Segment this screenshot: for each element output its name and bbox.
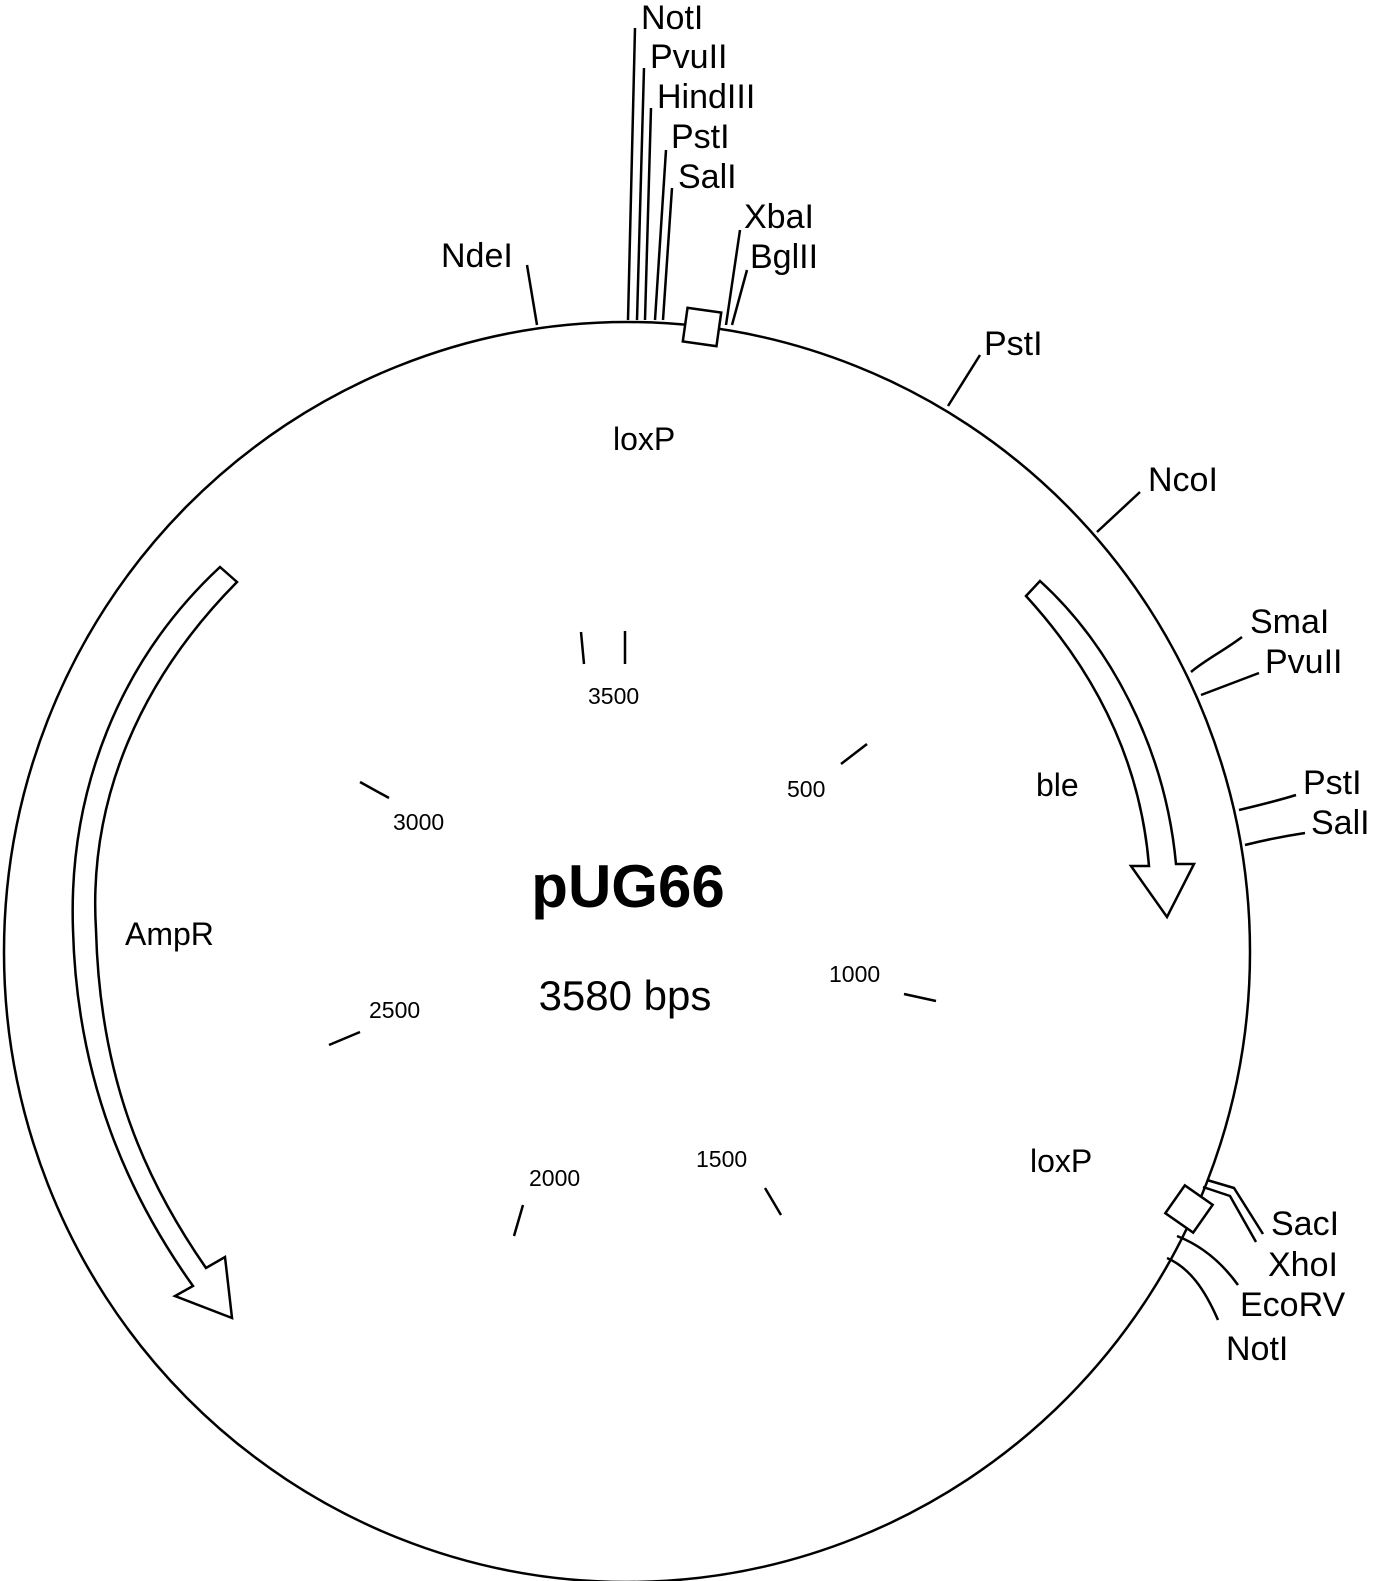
hind3-line <box>643 107 653 321</box>
ecorv-line <box>1176 1234 1240 1286</box>
site-label-pvu2-right: PvuII <box>1265 643 1342 681</box>
site-label-sal1-top: SalI <box>678 158 737 196</box>
site-label-sal1-mid: SalI <box>1311 804 1370 842</box>
tick-mark-2000 <box>512 1204 525 1237</box>
site-label-hind3: HindIII <box>657 78 755 116</box>
site-label-ecorv: EcoRV <box>1240 1286 1346 1324</box>
nco1-line <box>1096 491 1141 533</box>
tick-label-3000: 3000 <box>393 809 444 835</box>
pst1-right-line <box>946 354 982 407</box>
nde1-line <box>525 264 539 326</box>
site-label-sma1: SmaI <box>1250 603 1329 641</box>
tick-label-2500: 2500 <box>369 997 420 1023</box>
tick-label-3500: 3500 <box>588 683 639 709</box>
sal1-top-line <box>661 187 674 321</box>
tick-mark-1500 <box>763 1187 783 1216</box>
xho1-line <box>1202 1185 1258 1243</box>
loxp-bottom-box <box>1163 1183 1215 1235</box>
ampr-label: AmpR <box>125 916 214 952</box>
site-label-nde1: NdeI <box>441 237 513 275</box>
sac1-line <box>1206 1178 1265 1235</box>
ble-label: ble <box>1036 767 1079 803</box>
site-label-sac1: SacI <box>1271 1205 1339 1243</box>
site-label-xba1: XbaI <box>744 198 814 236</box>
site-label-pst1-top: PstI <box>671 118 730 156</box>
sal1-mid-line <box>1244 831 1306 847</box>
pst1-mid-line <box>1238 793 1297 812</box>
tick-mark-1000 <box>903 992 937 1003</box>
site-label-not1-bottom: NotI <box>1226 1330 1288 1368</box>
xba1-line <box>724 229 742 326</box>
not1-bottom-line <box>1166 1256 1220 1321</box>
loxp-top-label: loxP <box>613 421 675 457</box>
tick-label-2000: 2000 <box>529 1165 580 1191</box>
tick-label-500: 500 <box>787 776 825 802</box>
site-label-pvu2-top: PvuII <box>650 38 727 76</box>
site-label-nco1: NcoI <box>1148 461 1218 499</box>
plasmid-backbone <box>2 320 1252 1581</box>
site-label-bgl2: BglII <box>750 238 818 276</box>
pvu2-top-line <box>635 67 646 321</box>
pvu2-right-line <box>1200 671 1260 697</box>
loxp-top-box <box>681 306 723 348</box>
ble-arrow <box>1024 579 1197 920</box>
site-label-pst1-mid: PstI <box>1303 764 1362 802</box>
sma1-line <box>1190 636 1243 673</box>
not1-top-line <box>626 27 637 321</box>
tick-mark-3000 <box>359 780 390 800</box>
tick-mark-2500 <box>328 1030 361 1047</box>
tick-label-1500: 1500 <box>696 1146 747 1172</box>
bgl2-line <box>730 269 749 326</box>
tick-mark-500 <box>840 743 868 765</box>
tick-mark-3500-a <box>579 631 586 665</box>
tick-label-1000: 1000 <box>829 961 880 987</box>
plasmid-size: 3580 bps <box>539 972 712 1019</box>
plasmid-name: pUG66 <box>531 853 724 920</box>
pst1-top-line <box>653 149 668 321</box>
loxp-bottom-label: loxP <box>1030 1143 1092 1179</box>
site-label-pst1-right: PstI <box>984 325 1043 363</box>
site-label-not1-top: NotI <box>641 0 703 37</box>
site-label-xho1: XhoI <box>1268 1246 1338 1284</box>
ampr-arrow <box>71 565 239 1320</box>
